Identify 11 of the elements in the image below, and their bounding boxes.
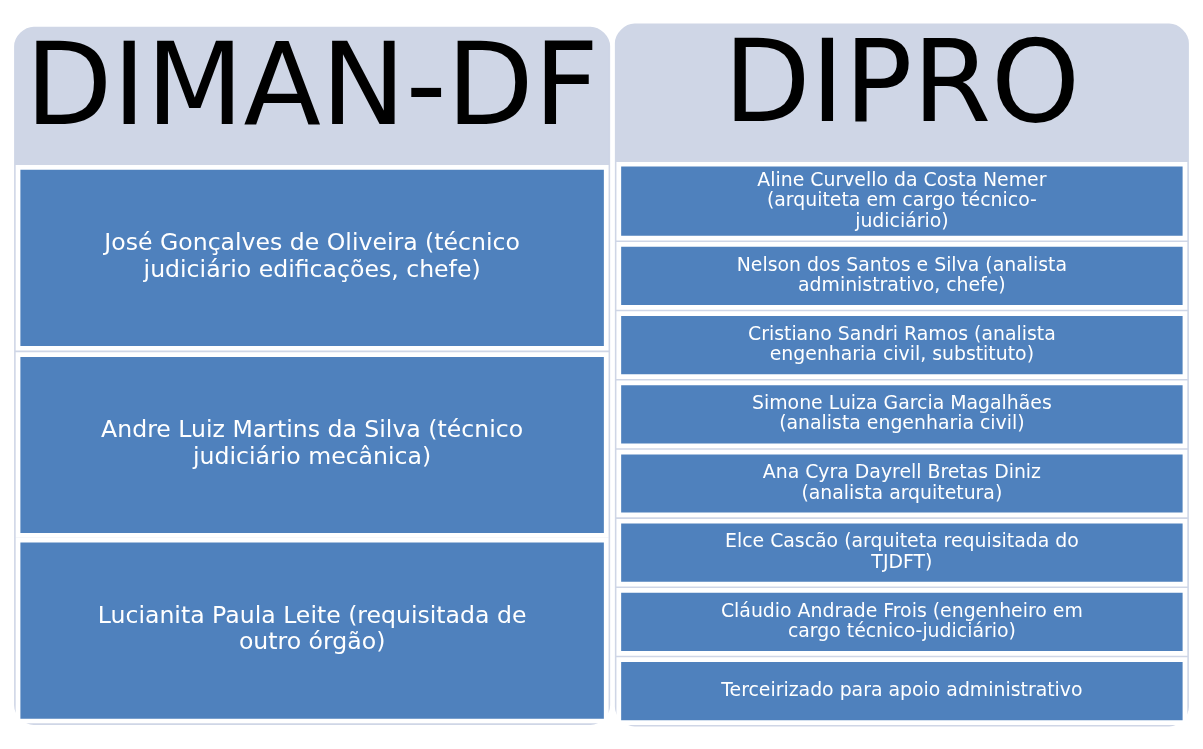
node-box: Nelson dos Santos e Silva (analista administrativo, chefe) xyxy=(616,241,1188,310)
node-box: José Gonçalves de Oliveira (técnico judiciário edificações, chefe) xyxy=(15,164,609,351)
node-box: Cláudio Andrade Frois (engenheiro em cargo técnico-judiciário) xyxy=(616,587,1188,656)
node-box: Cristiano Sandri Ramos (analista engenharia civil, substituto) xyxy=(616,310,1188,379)
node-box: Elce Cascão (arquiteta requisitada do TJDFT) xyxy=(616,518,1188,587)
node-box: Terceirizado para apoio administrativo xyxy=(616,656,1188,725)
node-box: Andre Luiz Martins da Silva (técnico judiciário mecânica) xyxy=(15,351,609,538)
node-box: Ana Cyra Dayrell Bretas Diniz (analista arquitetura) xyxy=(616,449,1188,517)
node-box: Aline Curvello da Costa Nemer (arquiteta em cargo técnico-judiciário) xyxy=(616,161,1188,241)
node-box: Simone Luiza Garcia Magalhães (analista engenharia civil) xyxy=(616,380,1188,448)
node-box: Lucianita Paula Leite (requisitada de outro órgão) xyxy=(15,537,609,723)
